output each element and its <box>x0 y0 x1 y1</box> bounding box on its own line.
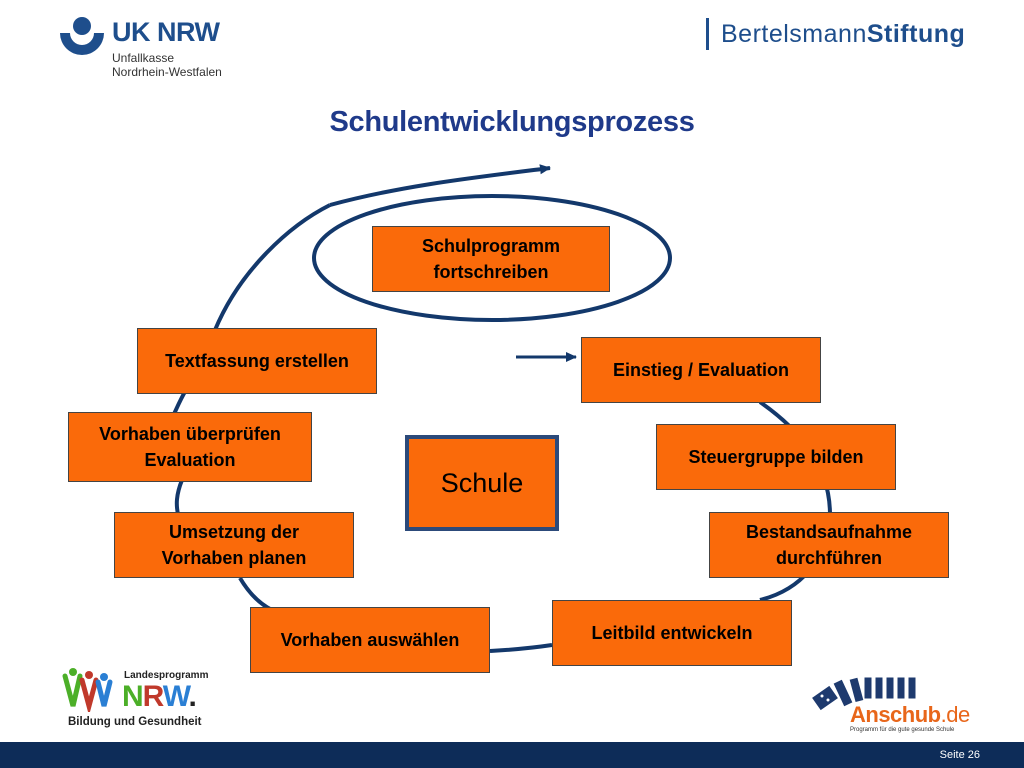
page-title: Schulentwicklungsprozess <box>329 106 695 138</box>
nrw-letter-w: W <box>162 680 190 713</box>
uk-nrw-title: UK NRW <box>112 17 220 47</box>
bertelsmann-stiftung: Stiftung <box>866 19 966 48</box>
landesprogramm-tagline: Bildung und Gesundheit <box>68 716 202 728</box>
uk-nrw-subtitle: Unfallkasse Nordrhein-Westfalen <box>112 51 222 79</box>
cycle-arc-bottom-left <box>238 576 273 612</box>
page-number: Seite 26 <box>939 749 980 761</box>
step-einstieg: Einstieg / Evaluation <box>581 337 821 403</box>
bertelsmann-logo-bar <box>706 18 709 50</box>
step-leitbild: Leitbild entwickeln <box>552 600 792 666</box>
cycle-arc-bottom <box>489 643 553 653</box>
anschub-logo: Anschub.de Programm für die gute gesunde… <box>808 672 988 738</box>
footer-bar: Seite 26 <box>0 742 1024 768</box>
people-figures-icon <box>62 668 113 712</box>
step-bestandsaufnahme: Bestandsaufnahme durchführen <box>709 512 949 578</box>
anschub-name: Anschub <box>850 702 941 727</box>
step-vorhaben-auswaehlen: Vorhaben auswählen <box>250 607 490 673</box>
step-steuergruppe: Steuergruppe bilden <box>656 424 896 490</box>
anschub-tld: .de <box>940 702 971 727</box>
landesprogramm-nrw: NRW. <box>122 680 197 714</box>
anschub-title: Anschub.de <box>850 702 970 728</box>
nrw-letter-r: R <box>142 680 164 713</box>
cycle-arc-left-lower <box>174 479 184 515</box>
anschub-tagline: Programm für die gute gesunde Schule <box>850 727 955 733</box>
highlight-ellipse <box>312 194 672 322</box>
uk-nrw-logo-icon <box>60 17 104 55</box>
nrw-letter-n: N <box>122 680 144 713</box>
step-textfassung: Textfassung erstellen <box>137 328 377 394</box>
step-umsetzung: Umsetzung der Vorhaben planen <box>114 512 354 578</box>
cycle-arc-top-left <box>213 203 331 331</box>
center-schule: Schule <box>405 435 559 531</box>
landesprogramm-logo: Landesprogramm NRW. Bildung und Gesundhe… <box>42 652 226 740</box>
cycle-arc-top <box>329 164 551 207</box>
step-vorhaben-ueberpruefen: Vorhaben überprüfen Evaluation <box>68 412 312 482</box>
uk-nrw-logo: UK NRW Unfallkasse Nordrhein-Westfalen <box>58 15 258 85</box>
landesprogramm-label: Landesprogramm <box>124 670 209 681</box>
nrw-dot: . <box>188 680 196 713</box>
domino-icon <box>810 676 917 712</box>
bertelsmann-name: Bertelsmann <box>721 19 867 48</box>
step-schulprogramm: Schulprogramm fortschreiben <box>372 226 610 292</box>
